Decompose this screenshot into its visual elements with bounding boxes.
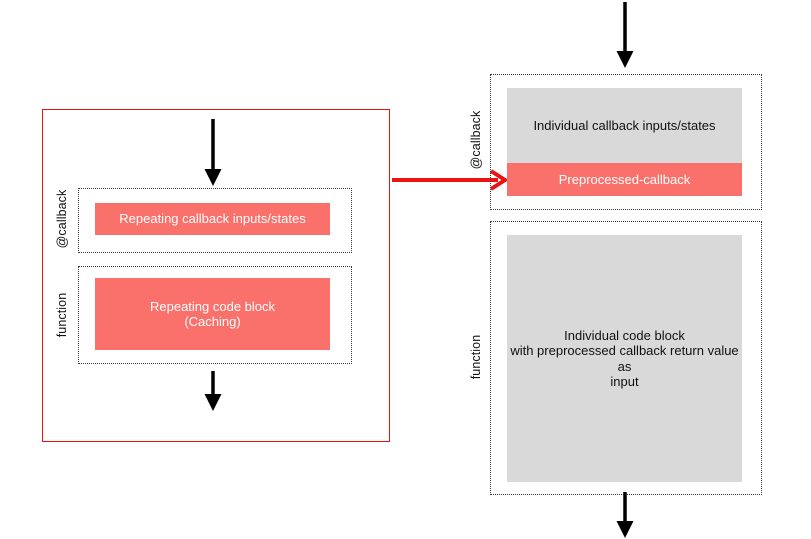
right-input-down-arrow-icon — [615, 2, 635, 68]
repeating-inputs-text: Repeating callback inputs/states — [119, 211, 306, 227]
left-input-down-arrow-icon — [203, 119, 223, 186]
repeating-code-text-line1: Repeating code block — [149, 298, 276, 314]
preprocess-link-arrow-icon — [392, 169, 509, 191]
individual-code-text-line1: Individual code block — [564, 327, 685, 343]
preprocessed-callback-text: Preprocessed-callback — [558, 171, 691, 187]
left-output-down-arrow-icon — [203, 371, 223, 411]
repeating-inputs-block: Repeating callback inputs/states — [95, 203, 330, 235]
individual-inputs-text: Individual callback inputs/states — [533, 117, 716, 133]
repeating-code-block: Repeating code block (Caching) — [95, 278, 330, 350]
individual-code-text-line2: with preprocessed callback return value … — [510, 343, 739, 374]
preprocessed-callback-block: Preprocessed-callback — [507, 163, 742, 196]
repeating-callback-group-box — [42, 109, 390, 442]
repeating-code-text-line2: (Caching) — [184, 314, 241, 329]
individual-inputs-block: Individual callback inputs/states — [507, 88, 742, 163]
right-callback-label: @callback — [469, 110, 483, 170]
right-callback-decorator-box — [490, 74, 762, 210]
left-callback-decorator-box — [78, 188, 352, 253]
left-function-box — [78, 266, 352, 364]
right-function-label: function — [469, 334, 483, 380]
right-output-down-arrow-icon — [615, 492, 635, 538]
individual-code-block: Individual code block with preprocessed … — [507, 235, 742, 482]
left-callback-label: @callback — [55, 189, 69, 249]
left-function-label: function — [55, 292, 69, 338]
individual-code-text-line3: input — [610, 373, 639, 389]
